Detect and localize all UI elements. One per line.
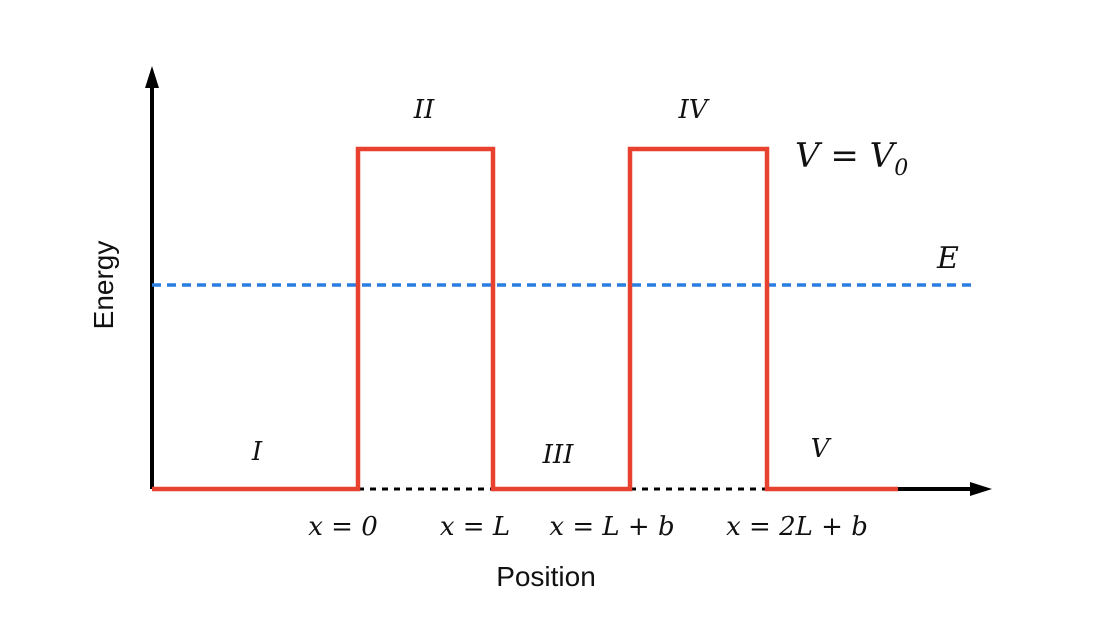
potential-profile [152, 146, 898, 492]
potential-label-subscript: 0 [894, 156, 908, 181]
boundary-label-x0: x = 0 [308, 512, 378, 542]
boundary-label-xLb: x = L + b [549, 512, 674, 542]
region-label-2: II [413, 95, 435, 125]
region-label-3: III [542, 440, 575, 470]
x-axis-title: Position [496, 561, 596, 592]
region-label-4: IV [677, 95, 709, 125]
boundary-label-xL: x = L [440, 512, 510, 542]
y-axis-arrowhead [145, 66, 159, 88]
region-label-5: V [811, 434, 832, 464]
y-axis-title: Energy [88, 241, 119, 330]
potential-label: V = V0 [795, 136, 908, 181]
region-label-1: I [251, 437, 263, 467]
x-axis-arrowhead [970, 482, 992, 496]
boundary-label-x2Lb: x = 2L + b [726, 512, 868, 542]
potential-label-main: V = V [795, 136, 898, 176]
energy-label: E [936, 241, 959, 276]
